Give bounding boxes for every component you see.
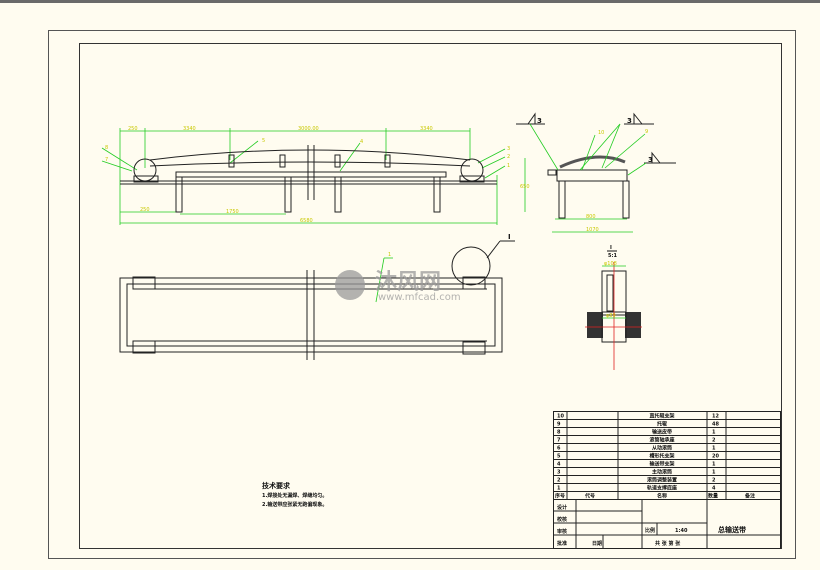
watermark-brand: 沐风网: [375, 270, 441, 295]
watermark-url: www.mfcad.com: [378, 292, 461, 303]
dim-text: 650: [520, 184, 530, 190]
bom-item-name: 滚筒轴承座: [649, 437, 674, 444]
dim-text: 3000.00: [298, 126, 319, 132]
dim-text: 3340: [183, 126, 196, 132]
detail-title: I: [610, 245, 612, 251]
bom-item-number: 5: [557, 454, 561, 460]
weld-symbol: 3: [648, 156, 653, 164]
balloon-label: 10: [598, 130, 604, 136]
bom-item-number: 4: [557, 462, 561, 468]
dim-text: 6580: [300, 218, 313, 224]
weld-symbol: 3: [627, 117, 632, 125]
bom-item-qty: 4: [712, 486, 716, 492]
bom-item-name: 主动滚筒: [652, 469, 672, 476]
tech-req-title: 技术要求: [262, 481, 291, 490]
dim-text: 1070: [586, 227, 599, 233]
bom-item-qty: 1: [712, 446, 716, 452]
bom-item-qty: 48: [712, 422, 719, 428]
bom-item-number: 6: [557, 446, 561, 452]
approve-label: 批准: [557, 540, 567, 547]
check-label: 校核: [557, 516, 567, 523]
bom-item-qty: 1: [712, 470, 716, 476]
tech-req-line: 1.焊接处无漏焊、焊缝均匀。: [262, 492, 327, 499]
bom-item-qty: 1: [712, 462, 716, 468]
technical-requirements: 技术要求 1.焊接处无漏焊、焊缝均匀。 2.输送带应张紧无跑偏现象。: [262, 481, 327, 508]
bom-header-qty: 数量: [708, 493, 718, 500]
dim-text: 250: [140, 207, 150, 213]
dim-text: φ89: [606, 313, 616, 319]
balloon-label: 9: [645, 129, 648, 135]
watermark: 沐风网 www.mfcad.com: [335, 270, 461, 303]
side-elevation-view: 250 3340 3000.00 3340 250 1750 6580 8 7 …: [101, 126, 510, 225]
bom-item-number: 3: [557, 470, 561, 476]
balloon-label: 2: [507, 154, 510, 160]
balloon-label: 1: [388, 252, 391, 258]
inner-frame: [79, 43, 782, 549]
dim-text: 250: [128, 126, 138, 132]
balloon-label: 5: [262, 138, 265, 144]
bom-item-name: 轨道支撑底座: [647, 485, 677, 492]
outer-border: [48, 30, 796, 559]
bom-item-qty: 12: [712, 414, 719, 420]
dim-text: 800: [586, 214, 596, 220]
bom-item-number: 10: [557, 414, 564, 420]
bom-item-name: 输送皮带: [652, 429, 672, 436]
weld-symbol: 3: [537, 117, 542, 125]
scale-label: 比例: [645, 527, 655, 534]
dim-text: 3340: [420, 126, 433, 132]
bom-item-number: 2: [557, 478, 561, 484]
bom-item-qty: 20: [712, 454, 719, 460]
detail-scale: 5:1: [608, 253, 617, 259]
bom-item-name: 输送带支架: [649, 461, 674, 468]
balloon-label: 7: [105, 157, 108, 163]
sheet-count: 共 张 第 张: [655, 540, 681, 547]
balloon-label: 1: [507, 163, 510, 169]
dim-text: 1750: [226, 209, 239, 215]
bom-item-number: 8: [557, 430, 561, 436]
detail-callout-label: I: [508, 233, 511, 241]
tech-req-line: 2.输送带应张紧无跑偏现象。: [262, 501, 327, 508]
bom-item-qty: 2: [712, 438, 716, 444]
plan-view: I 1: [119, 233, 515, 360]
bom-header-remark: 备注: [744, 493, 755, 500]
design-label: 设计: [557, 504, 567, 511]
window-top-bar: [0, 0, 820, 3]
review-label: 审核: [557, 528, 567, 535]
bom-header-no: 序号: [554, 493, 565, 500]
title-block: 设计 校核 审核 批准 日期 比例 1:40 共 张 第 张 总输送带: [553, 500, 780, 548]
balloon-label: 3: [507, 146, 510, 152]
scale-value: 1:40: [675, 528, 688, 534]
bom-item-name: 直托辊支架: [649, 413, 674, 420]
bom-item-number: 7: [557, 438, 561, 444]
bom-item-name: 托辊: [657, 421, 667, 428]
bom-item-name: 从动滚筒: [652, 445, 672, 452]
bom-item-name: 滚筒调整装置: [647, 477, 677, 484]
bom-item-number: 9: [557, 422, 561, 428]
bom-header-name: 名称: [657, 493, 667, 500]
bom-item-qty: 2: [712, 478, 716, 484]
bom-header-code: 代号: [584, 493, 595, 500]
dim-text: φ108: [604, 261, 617, 267]
bom-item-qty: 1: [712, 430, 716, 436]
balloon-label: 4: [360, 139, 363, 145]
bom-item-number: 1: [557, 486, 561, 492]
cross-section-view: 3 3 3 10 9 650 800 1070: [516, 112, 676, 233]
bom-item-name: 槽形托支架: [649, 453, 674, 460]
date-label: 日期: [592, 540, 602, 547]
balloon-label: 8: [105, 145, 108, 151]
detail-view-I: I 5:1 φ108 φ89: [585, 245, 642, 370]
drawing-title: 总输送带: [718, 525, 746, 534]
